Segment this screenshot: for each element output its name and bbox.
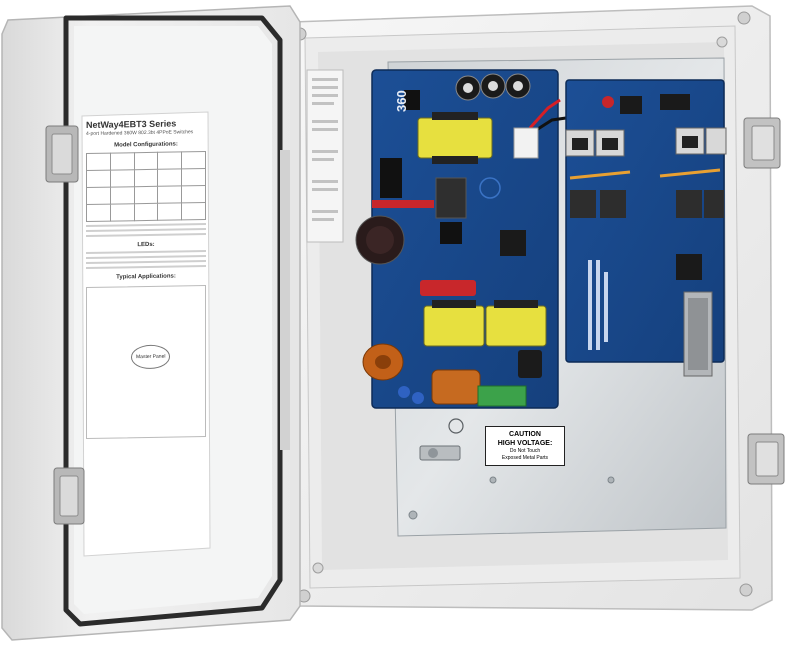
- master-panel-label: Master Panel: [131, 344, 171, 370]
- model-config-table: [86, 151, 206, 222]
- side-labels: [280, 69, 344, 450]
- caution-label: CAUTION HIGH VOLTAGE: Do Not Touch Expos…: [485, 426, 565, 466]
- document-body-lines: [86, 222, 206, 237]
- caution-line-2: HIGH VOLTAGE:: [497, 440, 553, 447]
- leds-heading: LEDs:: [137, 241, 155, 249]
- typical-applications-heading: Typical Applications:: [116, 273, 176, 281]
- power-board: [355, 69, 567, 409]
- leds-lines: [86, 249, 206, 269]
- switch-board: [565, 79, 727, 377]
- door-document: NetWay4EBT3 Series 4-port Hardened 360W …: [86, 119, 206, 551]
- box-latches: [743, 117, 785, 485]
- board-marking: 360: [394, 90, 409, 112]
- model-config-heading: Model Configurations:: [114, 141, 178, 149]
- caution-line-3: Do Not Touch: [509, 448, 541, 454]
- caution-line-4: Exposed Metal Parts: [501, 455, 549, 461]
- caution-line-1: CAUTION: [509, 431, 541, 438]
- enclosure-door: [1, 5, 301, 641]
- application-diagram: Master Panel: [86, 284, 206, 439]
- document-subtitle: 4-port Hardened 360W 802.3bt 4PPoE Switc…: [86, 129, 194, 137]
